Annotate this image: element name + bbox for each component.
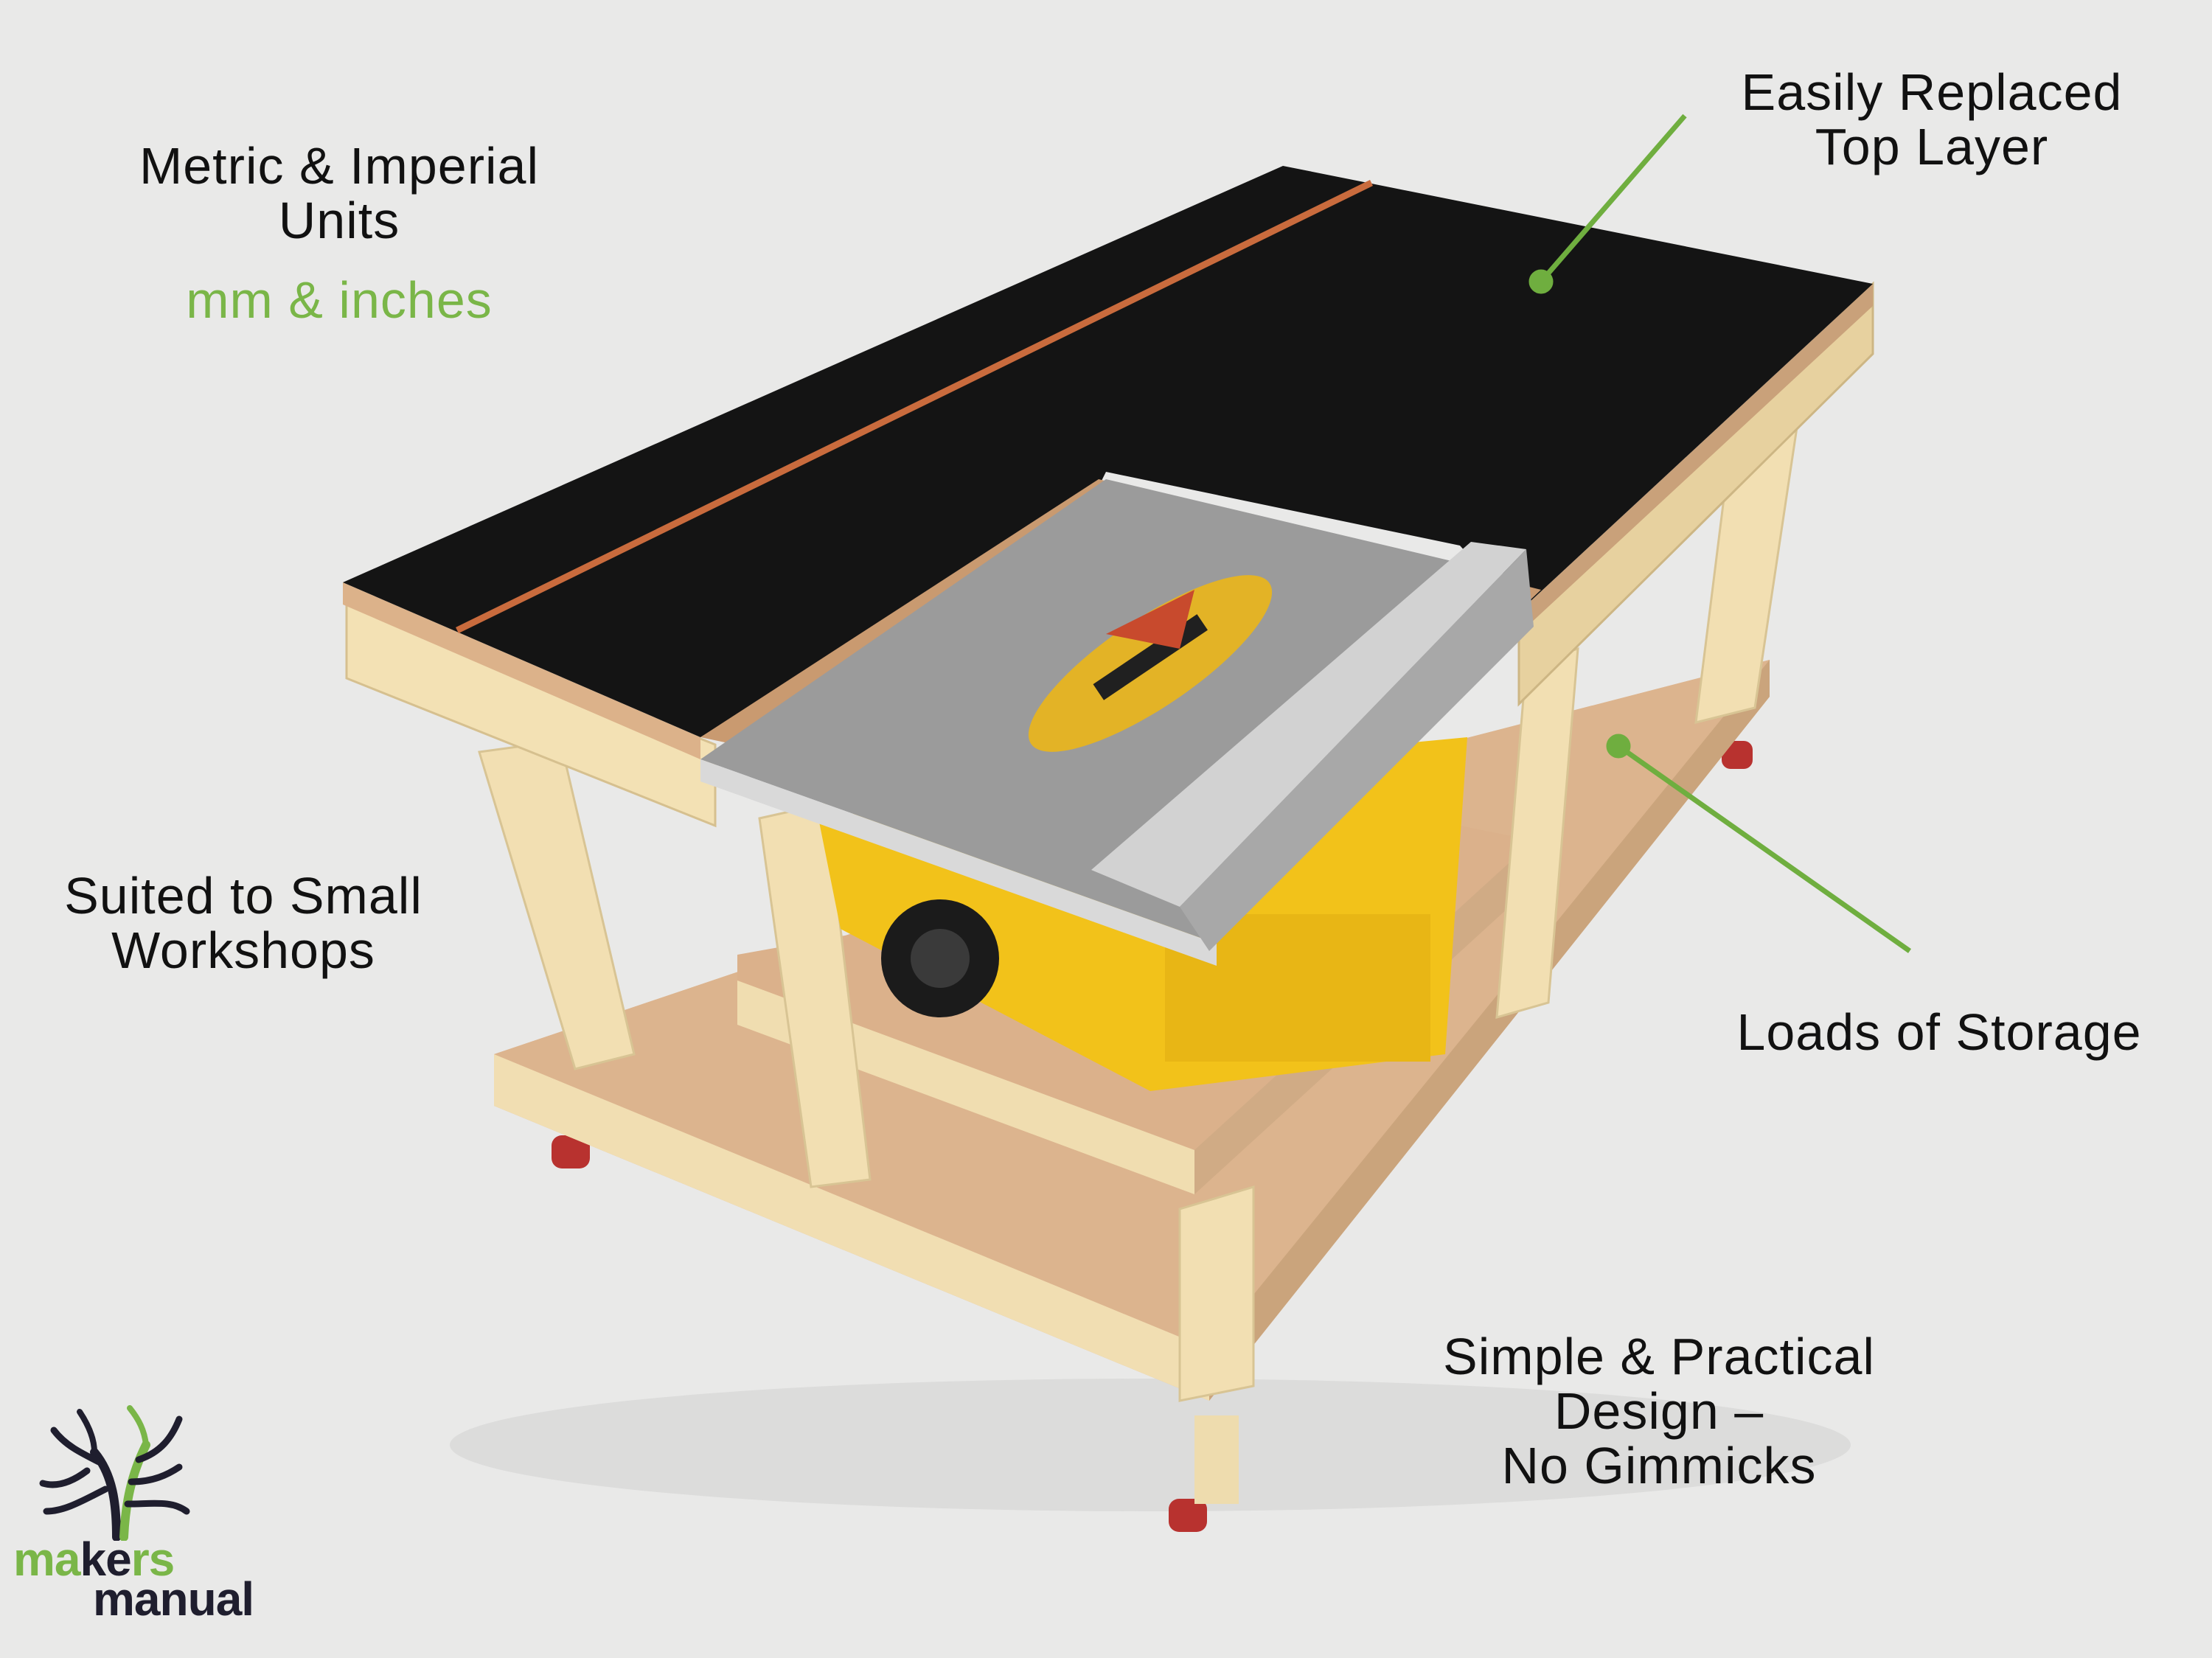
makers-manual-logo: makers manual <box>13 1401 279 1626</box>
callout-top-line2: Top Layer <box>1815 118 2049 175</box>
caster-wheels <box>552 741 1753 1532</box>
callout-small-workshops: Suited to Small Workshops <box>15 868 472 978</box>
tree-icon <box>39 1405 190 1541</box>
callout-metric-line1: Metric & Imperial <box>139 137 540 195</box>
callout-metric-line2: Units <box>278 192 400 249</box>
callout-small-line1: Suited to Small <box>64 867 422 924</box>
black-top-layer <box>343 166 1873 737</box>
callout-top-layer: Easily Replaced Top Layer <box>1696 65 2168 174</box>
callout-storage: Loads of Storage <box>1688 1005 2190 1059</box>
table-saw <box>700 479 1534 1091</box>
callout-simple-line1: Simple & Practical <box>1443 1328 1875 1385</box>
logo-makers-text: makers <box>13 1533 175 1586</box>
callout-metric-sub: mm & inches <box>186 271 493 329</box>
mitre-track <box>456 179 1373 634</box>
callout-simple-line2: Design – <box>1554 1382 1764 1440</box>
tabletop-edge <box>343 284 1873 759</box>
table-legs <box>478 411 1801 1402</box>
callout-top-line1: Easily Replaced <box>1741 63 2123 121</box>
callout-small-line2: Workshops <box>111 922 375 979</box>
callout-leaders <box>1528 114 1912 953</box>
callout-metric-imperial: Metric & Imperial Units mm & inches <box>66 139 612 327</box>
callout-storage-line1: Loads of Storage <box>1736 1003 2142 1061</box>
logo-manual-text: manual <box>93 1572 254 1626</box>
callout-simple-line3: No Gimmicks <box>1501 1437 1817 1494</box>
callout-simple-design: Simple & Practical Design – No Gimmicks <box>1386 1329 1932 1493</box>
